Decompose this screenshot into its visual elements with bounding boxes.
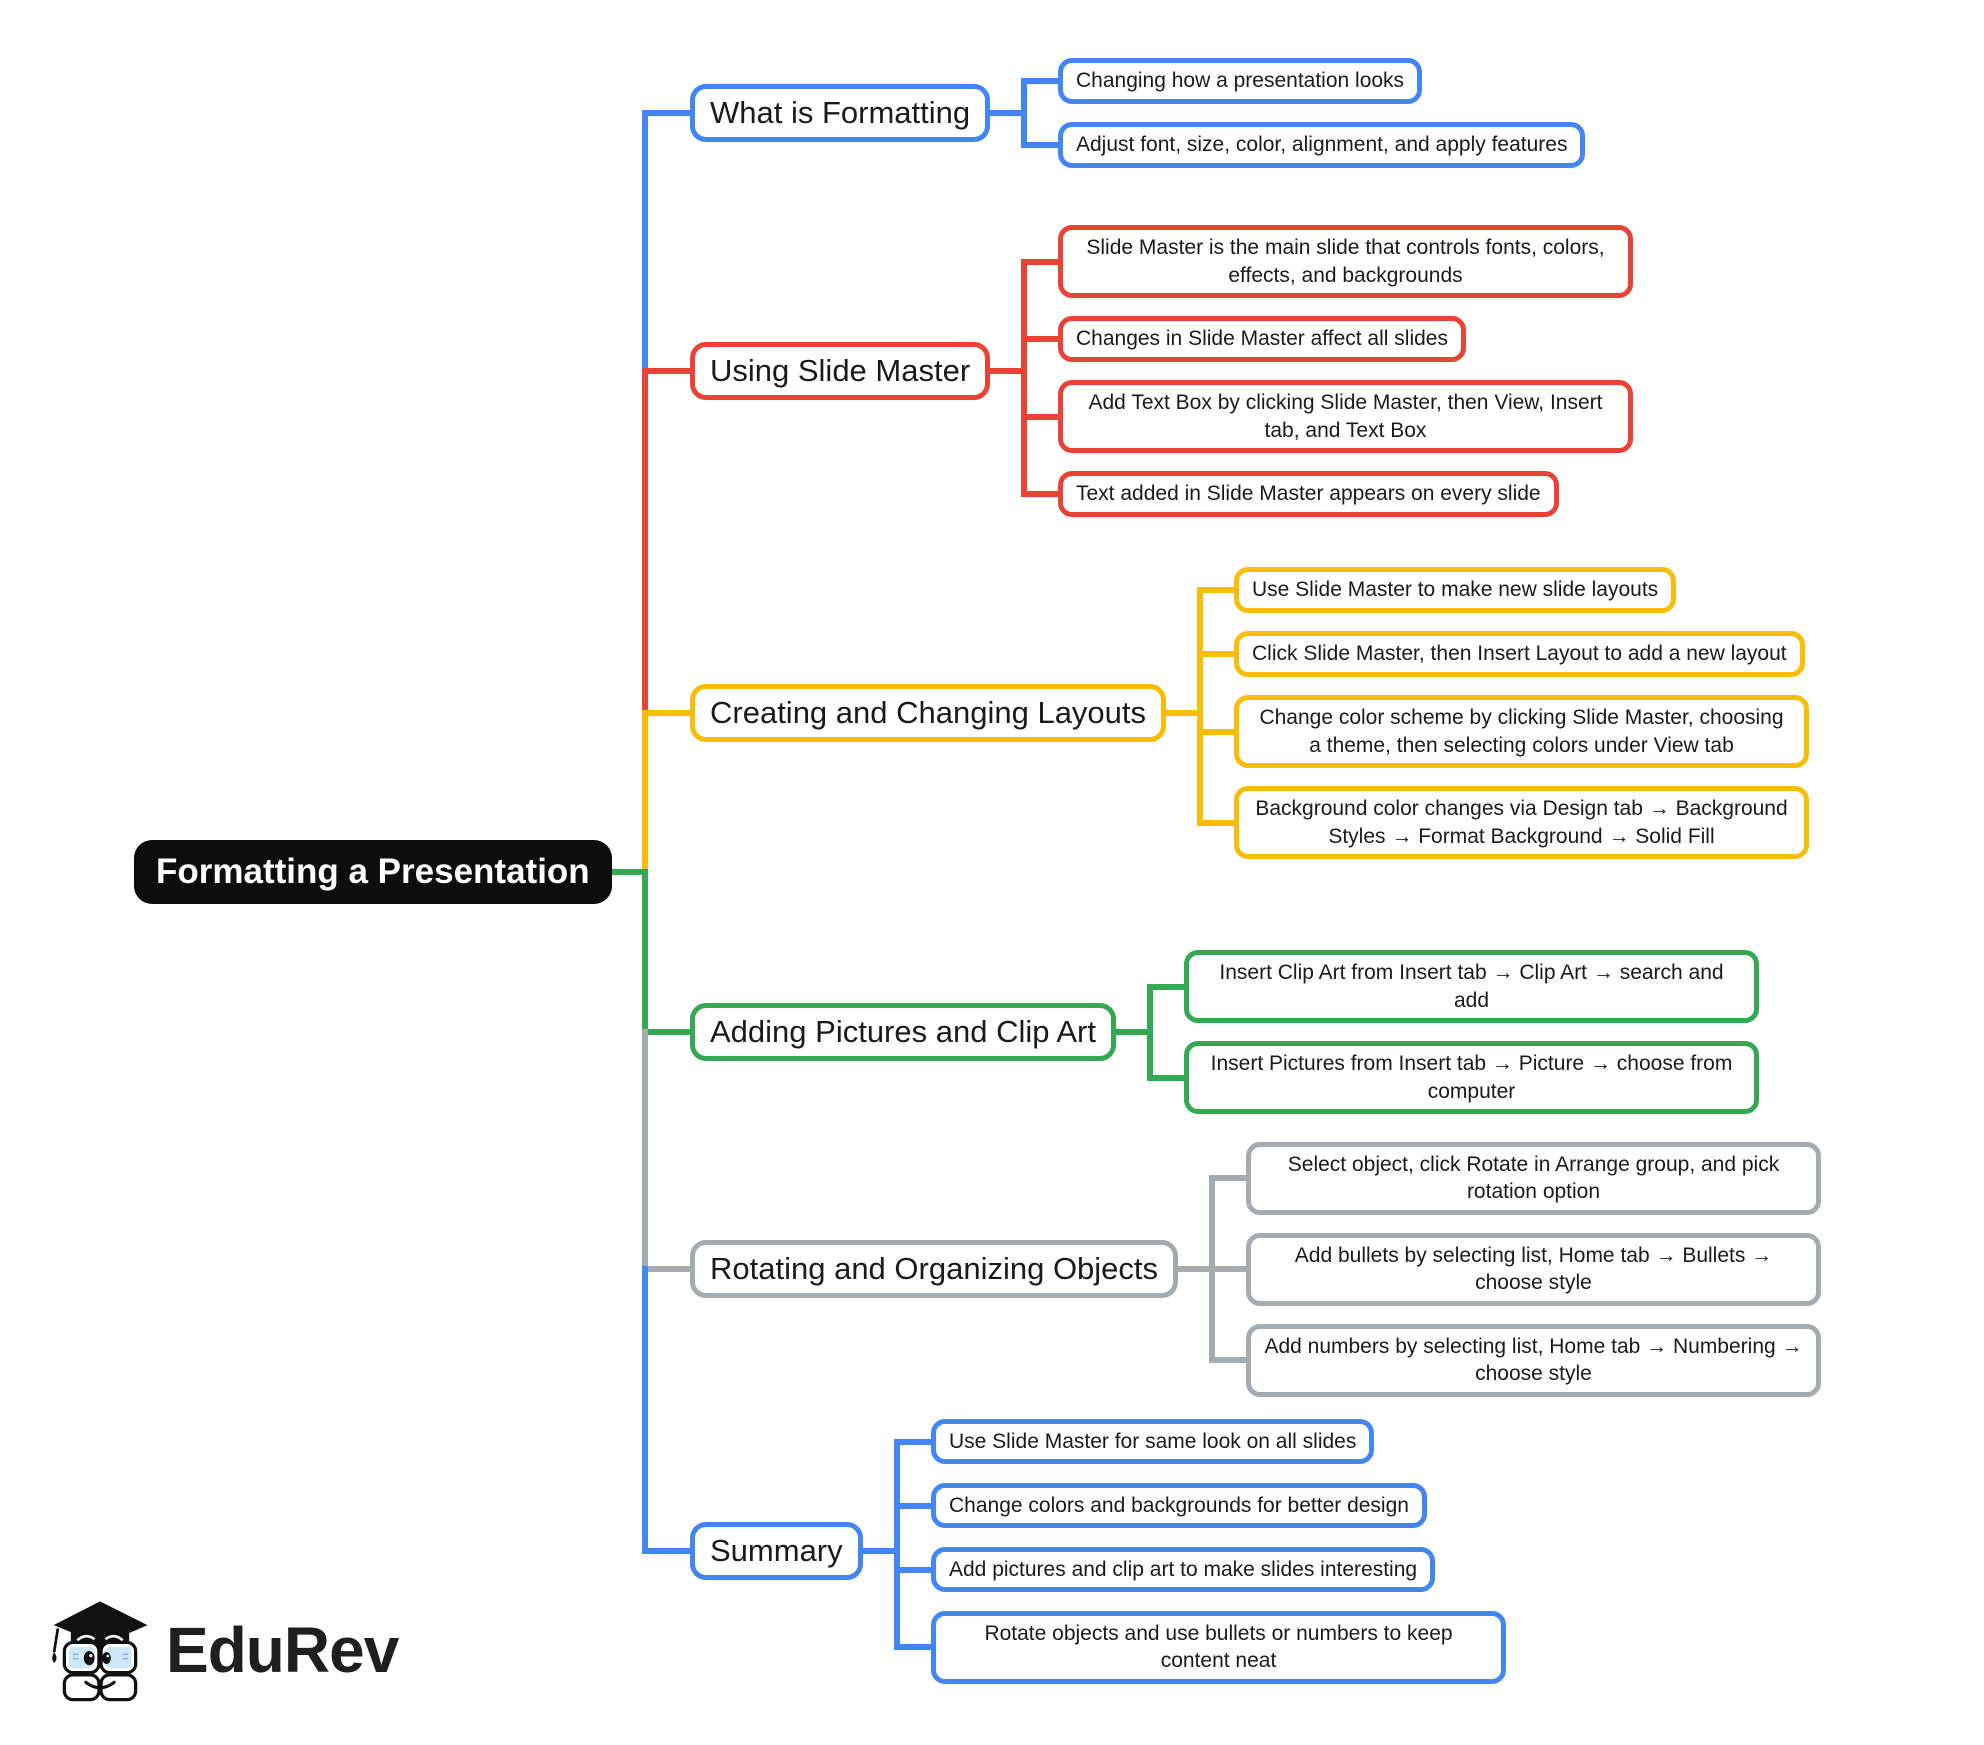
connector-line — [894, 1438, 935, 1445]
connector-line — [1021, 491, 1062, 497]
child-node-text-added-in-slide-master-appears-on-every-: Text added in Slide Master appears on ev… — [1058, 471, 1559, 517]
child-node-add-text-box-by-clicking-slide-master-then-v: Add Text Box by clicking Slide Master, t… — [1058, 380, 1633, 454]
connector-line — [894, 1644, 935, 1650]
child-node-changes-in-slide-master-affect-all-slides: Changes in Slide Master affect all slide… — [1058, 316, 1466, 362]
child-node-add-numbers-by-selecting-list-home-tab-numbe: Add numbers by selecting list, Home tab … — [1246, 1323, 1821, 1397]
connector-line — [1197, 819, 1238, 826]
connector-line — [1197, 587, 1203, 826]
connector-line — [1174, 1266, 1215, 1272]
child-node-changing-how-a-presentation-looks: Changing how a presentation looks — [1058, 58, 1423, 104]
connector-line — [859, 1548, 900, 1554]
child-node-click-slide-master-then-insert-layout-to-add: Click Slide Master, then Insert Layout t… — [1234, 631, 1805, 677]
edurev-logo: EduRev — [46, 1596, 399, 1704]
child-node-add-pictures-and-clip-art-to-make-slides-int: Add pictures and clip art to make slides… — [931, 1546, 1436, 1593]
child-node-insert-pictures-from-insert-tab-picture-choo: Insert Pictures from Insert tab → Pictur… — [1184, 1041, 1759, 1115]
connector-line — [1021, 258, 1062, 265]
connector-line — [1021, 78, 1027, 148]
connector-line — [1197, 728, 1238, 735]
connector-line — [1147, 1074, 1188, 1081]
connector-line — [1197, 651, 1238, 657]
branch-node-rotating-and-organizing-objects: Rotating and Organizing Objects — [690, 1240, 1179, 1298]
connector-line — [642, 710, 694, 716]
connector-line — [1021, 258, 1027, 497]
child-node-insert-clip-art-from-insert-tab-clip-art-sea: Insert Clip Art from Insert tab → Clip A… — [1184, 950, 1759, 1024]
connector-line — [986, 368, 1027, 374]
branch-node-summary: Summary — [690, 1522, 863, 1580]
connector-line — [1021, 413, 1062, 420]
connector-line — [1021, 336, 1062, 342]
connector-line — [1209, 1357, 1250, 1363]
connector-line — [642, 1266, 648, 1554]
edurev-wordmark: EduRev — [166, 1614, 399, 1686]
connector-line — [894, 1438, 900, 1650]
root-node: Formatting a Presentation — [134, 840, 612, 904]
connector-line — [642, 869, 648, 1035]
child-node-background-color-changes-via-design-tab-back: Background color changes via Design tab … — [1234, 786, 1809, 860]
child-node-change-colors-and-backgrounds-for-better-des: Change colors and backgrounds for better… — [931, 1482, 1427, 1529]
branch-node-adding-pictures-and-clip-art: Adding Pictures and Clip Art — [690, 1003, 1116, 1061]
connector-line — [894, 1566, 935, 1573]
connector-line — [642, 1266, 694, 1272]
child-node-rotate-objects-and-use-bullets-or-numbers-to: Rotate objects and use bullets or number… — [931, 1610, 1506, 1684]
connector-line — [1147, 983, 1153, 1081]
child-node-select-object-click-rotate-in-arrange-group-: Select object, click Rotate in Arrange g… — [1246, 1141, 1821, 1215]
child-node-use-slide-master-to-make-new-slide-layouts: Use Slide Master to make new slide layou… — [1234, 567, 1677, 613]
connector-line — [986, 110, 1027, 116]
connector-line — [642, 110, 694, 116]
connector-line — [642, 368, 648, 716]
child-node-use-slide-master-for-same-look-on-all-slides: Use Slide Master for same look on all sl… — [931, 1418, 1375, 1465]
connector-line — [1021, 78, 1062, 84]
connector-line — [1021, 142, 1062, 148]
connector-line — [642, 1029, 648, 1272]
connector-line — [1209, 1266, 1250, 1272]
branch-node-using-slide-master: Using Slide Master — [690, 342, 991, 400]
connector-line — [642, 1548, 694, 1554]
connector-line — [642, 1029, 694, 1035]
connector-line — [608, 869, 648, 875]
connector-line — [1209, 1175, 1250, 1181]
connector-line — [1147, 983, 1188, 990]
connector-line — [1197, 587, 1238, 593]
child-node-adjust-font-size-color-alignment-and-apply-f: Adjust font, size, color, alignment, and… — [1058, 122, 1586, 168]
branch-node-creating-and-changing-layouts: Creating and Changing Layouts — [690, 684, 1167, 742]
connector-line — [894, 1502, 935, 1509]
connector-line — [642, 368, 694, 374]
connector-line — [1112, 1029, 1153, 1035]
child-node-slide-master-is-the-main-slide-that-controls: Slide Master is the main slide that cont… — [1058, 225, 1633, 299]
child-node-add-bullets-by-selecting-list-home-tab-bulle: Add bullets by selecting list, Home tab … — [1246, 1232, 1821, 1306]
connector-line — [1162, 710, 1203, 716]
branch-node-what-is-formatting: What is Formatting — [690, 84, 991, 142]
edurev-mascot-icon — [52, 1601, 148, 1702]
connector-line — [642, 110, 648, 374]
connector-line — [642, 710, 648, 875]
child-node-change-color-scheme-by-clicking-slide-master: Change color scheme by clicking Slide Ma… — [1234, 695, 1809, 769]
